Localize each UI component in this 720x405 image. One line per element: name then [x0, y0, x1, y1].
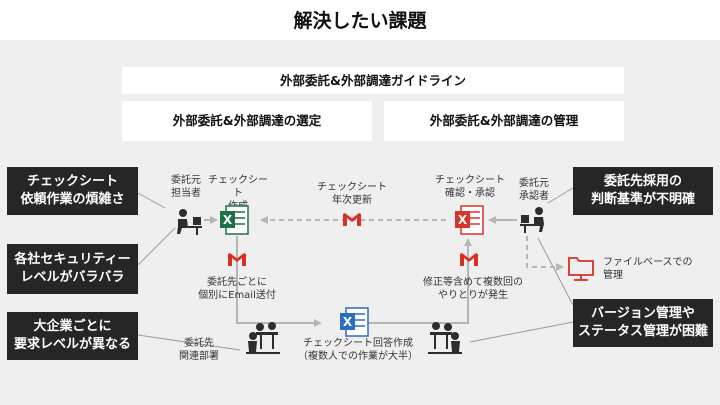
issue-pointer-line: [469, 321, 574, 343]
team-at-desk-icon: [246, 322, 280, 354]
selection-label: 外部委託&外部調達の選定: [172, 113, 322, 128]
gmail-icon: [228, 253, 246, 266]
management-banner: 外部委託&外部調達の管理: [384, 101, 624, 141]
guideline-banner: 外部委託&外部調達ガイドライン: [122, 67, 624, 94]
vendor-dept-label: 委託先 関連部署: [179, 338, 219, 362]
issue-pointer-line: [547, 187, 574, 204]
issue-pointer-line: [137, 227, 176, 266]
guideline-label: 外部委託&外部調達ガイドライン: [280, 73, 466, 88]
selection-banner: 外部委託&外部調達の選定: [122, 101, 372, 141]
gmail-icon: [343, 213, 361, 226]
management-label: 外部委託&外部調達の管理: [429, 113, 579, 128]
client-owner-label: 委託元 担当者: [171, 175, 201, 199]
folder-icon: [568, 257, 594, 281]
diagram-canvas: 外部委託&外部調達ガイドライン 外部委託&外部調達の選定 外部委託&外部調達の管…: [0, 40, 720, 405]
answer-create-label: チェックシート回答作成 （複数人での作業が大半）: [298, 338, 418, 362]
svg-text:X: X: [343, 315, 353, 329]
issue-pointer-line: [537, 237, 574, 306]
issue-pointer-line: [137, 334, 241, 351]
per-vendor-email-label: 委託先ごとに 個別にEmail送付: [198, 277, 276, 301]
excel-icon: X: [455, 205, 484, 235]
svg-text:X: X: [458, 213, 468, 227]
issue-box-security-level: 各社セキュリティー レベルがバラバラ: [7, 244, 138, 294]
corrections-label: 修正等含めて複数回の やりとりが発生: [423, 277, 523, 301]
excel-icon: X: [220, 205, 249, 235]
file-based-label: ファイルベースでの 管理: [603, 257, 693, 281]
svg-text:X: X: [223, 213, 233, 227]
person-at-desk-icon: [177, 209, 202, 235]
person-at-desk-icon: [520, 207, 544, 233]
team-at-desk-icon: [428, 322, 462, 354]
checksheet-confirm-label: チェックシート 確認・承認: [435, 175, 505, 199]
flow-arrow: [236, 236, 322, 327]
flow-arrow-dashed: [526, 236, 564, 271]
issue-box-checksheet: チェックシート 依頼作業の煩雑さ: [7, 167, 138, 215]
issue-box-requirement-level: 大企業ごとに 要求レベルが異なる: [7, 312, 138, 360]
issue-pointer-line: [137, 192, 166, 209]
gmail-icon: [460, 253, 478, 266]
annual-update-label: チェックシート 年次更新: [317, 182, 387, 206]
issue-box-vendor-criteria: 委託先採用の 判断基準が不明確: [573, 167, 713, 215]
page-title: 解決したい課題: [293, 10, 427, 32]
icon-layer: X X X: [177, 205, 594, 354]
issue-box-version-management: バージョン管理や ステータス管理が困難: [573, 299, 713, 347]
client-approver-label: 委託元 承認者: [519, 178, 549, 202]
excel-icon: X: [340, 307, 369, 337]
flow-arrow: [368, 238, 472, 324]
